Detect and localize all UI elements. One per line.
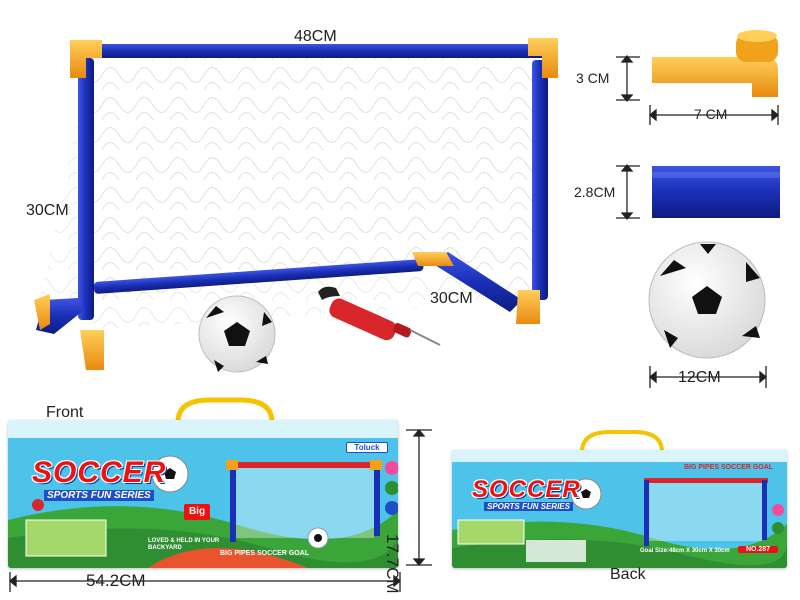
box-front-goal-caption: BIG PIPES SOCCER GOAL xyxy=(220,550,310,557)
label-goal-width: 48CM xyxy=(294,28,337,45)
label-goal-height: 30CM xyxy=(26,202,69,219)
label-front: Front xyxy=(46,404,84,421)
box-back-title: BIG PIPES SOCCER GOAL xyxy=(684,464,774,471)
box-back-item-no: NO.287 xyxy=(738,546,778,553)
label-pipe-diameter: 2.8CM xyxy=(574,184,616,200)
soccer-ball-small xyxy=(198,295,276,373)
box-back-handle xyxy=(580,430,664,453)
elbow-connector xyxy=(652,30,778,97)
box-front-series: SPORTS FUN SERIES xyxy=(44,490,154,501)
box-back-brand: SOCCER xyxy=(472,476,581,503)
box-back-size-note: Goal Size:48cm X 30cm X 30cm xyxy=(640,548,730,554)
box-front-tagline: LOVED & HELD IN YOUR BACKYARD xyxy=(148,538,220,551)
box-front-handle xyxy=(175,397,275,423)
box-back: SOCCER SPORTS FUN SERIES BIG PIPES SOCCE… xyxy=(452,450,787,568)
big-badge: Big xyxy=(184,504,210,520)
label-connector-length: 7 CM xyxy=(694,106,728,122)
box-front-logo: Toluck xyxy=(346,442,388,453)
label-box-height: 17.7CM xyxy=(383,534,402,594)
label-goal-depth: 30CM xyxy=(430,290,473,307)
label-box-width: 54.2CM xyxy=(86,571,146,590)
soccer-ball-large xyxy=(648,241,766,359)
soccer-goal-frame xyxy=(34,38,558,370)
label-ball-diameter: 12CM xyxy=(678,369,721,386)
box-back-series: SPORTS FUN SERIES xyxy=(484,502,573,511)
box-front-brand: SOCCER xyxy=(32,456,167,489)
box-front: SOCCER SPORTS FUN SERIES Toluck Big LOVE… xyxy=(8,420,398,568)
dimension-arrows xyxy=(8,54,780,592)
label-back: Back xyxy=(610,566,646,583)
hand-pump xyxy=(318,286,441,346)
pipe-segment xyxy=(652,166,780,218)
label-connector-height: 3 CM xyxy=(576,70,610,86)
